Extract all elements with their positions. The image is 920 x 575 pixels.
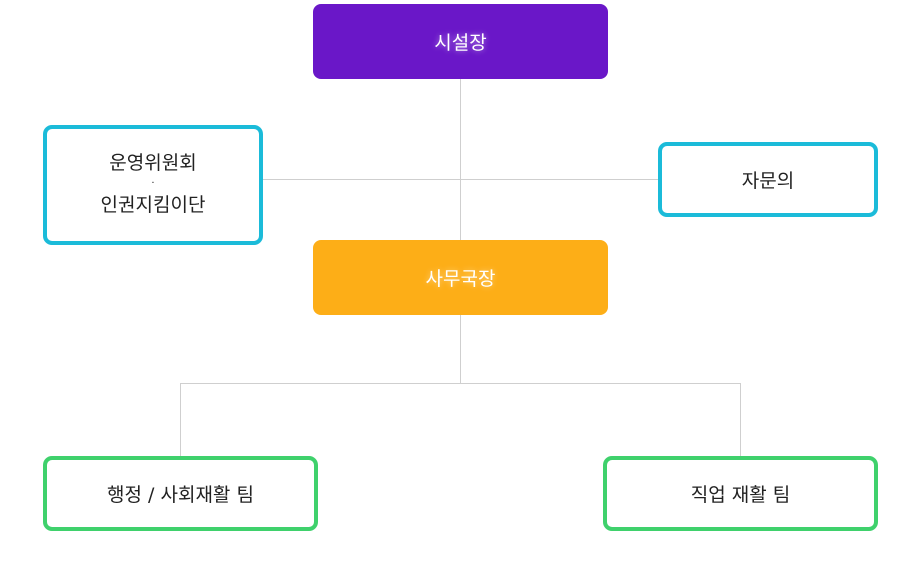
committee-node: 운영위원회 · 인권지킴이단 xyxy=(43,125,263,245)
team-label: 직업 재활 팀 xyxy=(690,484,791,506)
committee-separator: · xyxy=(151,178,155,189)
secretary-general-node: 사무국장 xyxy=(313,240,608,315)
secretary-general-label: 사무국장 xyxy=(425,268,496,290)
connector-teams-horizontal xyxy=(180,383,741,384)
advisor-node: 자문의 xyxy=(658,142,878,217)
connector-director-to-secretary xyxy=(460,79,461,240)
director-node: 시설장 xyxy=(313,4,608,79)
team-label: 행정 / 사회재활 팀 xyxy=(107,484,254,506)
advisor-label: 자문의 xyxy=(741,170,795,192)
connector-to-job-team xyxy=(740,383,741,456)
team-node-vocational-rehab: 직업 재활 팀 xyxy=(603,456,878,531)
committee-label-line2: 인권지킴이단 xyxy=(100,194,206,216)
connector-to-admin-team xyxy=(180,383,181,456)
connector-secretary-down xyxy=(460,315,461,383)
committee-label-line1: 운영위원회 xyxy=(109,152,197,175)
director-label: 시설장 xyxy=(434,32,487,54)
team-node-admin-social-rehab: 행정 / 사회재활 팀 xyxy=(43,456,318,531)
connector-committee-to-advisor xyxy=(263,179,658,180)
